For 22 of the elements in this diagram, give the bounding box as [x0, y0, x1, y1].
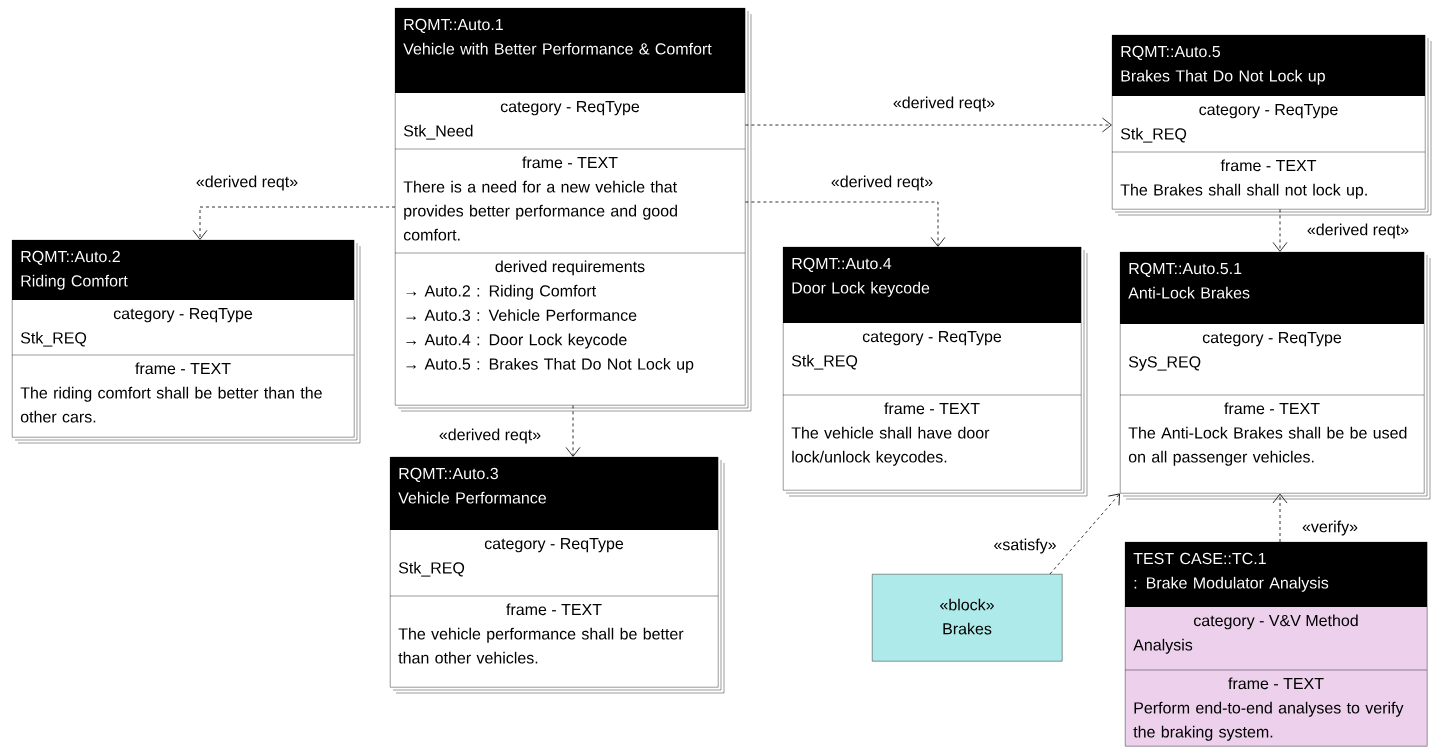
compartment-heading: frame - TEXT [1228, 677, 1324, 690]
requirement-title: : Brake Modulator Analysis [1134, 576, 1329, 592]
dependency-arrow [565, 405, 581, 457]
dependency-arrow [1049, 493, 1120, 575]
dependency-arrow [192, 206, 396, 240]
edge-label: «derived reqt» [1305, 222, 1411, 240]
edge-label: «satisfy» [992, 537, 1058, 555]
compartment-heading: category - V&V Method [1194, 614, 1358, 630]
stereotype-label: «block» [940, 598, 994, 611]
edge-label: «derived reqt» [437, 427, 543, 445]
dependency-arrow [745, 201, 946, 247]
dependency-arrow [1272, 209, 1288, 252]
requirement-id: TEST CASE::TC.1 [1133, 552, 1266, 565]
dependency-arrow [1272, 493, 1288, 543]
compartment-text: Perform end-to-end analyses to verify the braking system. [1133, 701, 1404, 741]
edge-label: «derived reqt» [829, 174, 935, 192]
edge-label: «derived reqt» [194, 174, 300, 192]
edge-label: «derived reqt» [891, 95, 997, 113]
dependency-arrow [745, 117, 1112, 133]
compartment-text: Analysis [1133, 638, 1193, 654]
edge-label: «verify» [1301, 519, 1360, 537]
block-name: Brakes [943, 622, 992, 635]
